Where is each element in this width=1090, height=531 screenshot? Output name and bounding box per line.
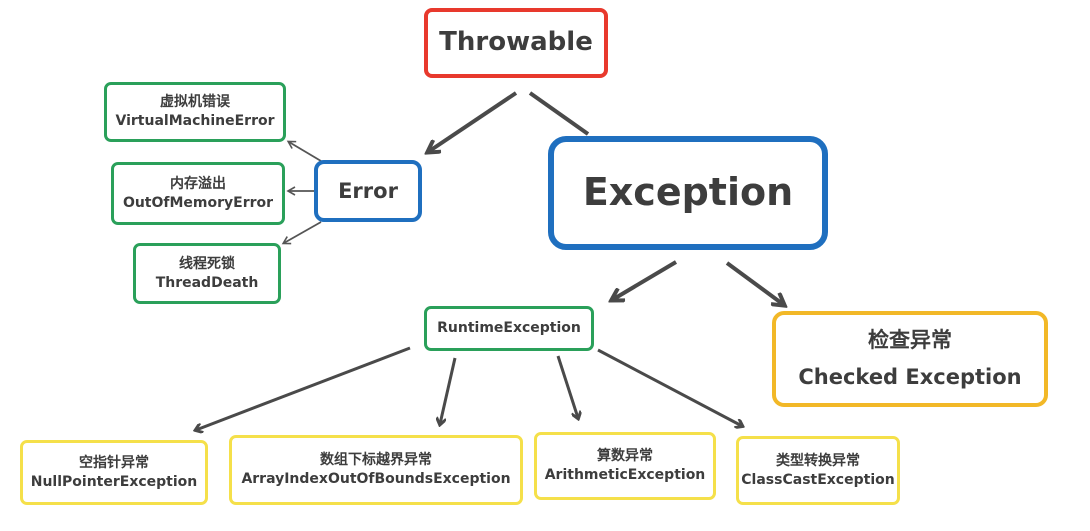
runtime-exception-label: RuntimeException	[437, 320, 581, 337]
arithmetic-node: 算数异常 ArithmeticException	[534, 432, 716, 500]
thread-death-en: ThreadDeath	[155, 274, 259, 291]
array-index-en: ArrayIndexOutOfBoundsException	[241, 471, 511, 487]
arrow-throwable-to-exception	[528, 91, 590, 136]
thread-death-node: 线程死锁 ThreadDeath	[133, 243, 281, 304]
vm-error-en: VirtualMachineError	[115, 113, 275, 129]
arithmetic-en: ArithmeticException	[544, 467, 706, 483]
class-cast-en: ClassCastException	[741, 471, 895, 488]
class-cast-zh: 类型转换异常	[776, 452, 860, 469]
vm-error-zh: 虚拟机错误	[160, 94, 230, 111]
runtime-exception-node: RuntimeException	[424, 306, 594, 351]
null-pointer-zh: 空指针异常	[79, 454, 149, 471]
null-pointer-node: 空指针异常 NullPointerException	[20, 440, 208, 505]
arrow-runtime-to-class-cast	[597, 348, 742, 426]
arrow-runtime-to-arithmetic	[556, 355, 578, 418]
vm-error-node: 虚拟机错误 VirtualMachineError	[104, 82, 286, 142]
error-label: Error	[338, 178, 398, 203]
thread-death-zh: 线程死锁	[179, 255, 235, 272]
throwable-label: Throwable	[439, 27, 593, 58]
checked-exception-zh: 检查异常	[868, 328, 952, 353]
error-node: Error	[314, 160, 422, 222]
arrow-runtime-to-null-pointer	[196, 346, 411, 430]
exception-node: Exception	[548, 136, 828, 250]
null-pointer-en: NullPointerException	[30, 473, 198, 490]
arrow-error-to-vm-error	[286, 140, 322, 162]
oom-error-zh: 内存溢出	[170, 175, 226, 192]
checked-exception-node: 检查异常 Checked Exception	[772, 311, 1048, 407]
array-index-zh: 数组下标越界异常	[320, 452, 432, 469]
arithmetic-zh: 算数异常	[597, 448, 653, 465]
oom-error-en: OutOfMemoryError	[122, 194, 274, 211]
class-cast-node: 类型转换异常 ClassCastException	[736, 436, 900, 505]
arrow-exception-to-runtime	[612, 260, 678, 300]
arrow-throwable-to-error	[428, 91, 518, 152]
throwable-node: Throwable	[424, 8, 608, 78]
arrow-exception-to-checked	[725, 261, 784, 305]
arrow-error-to-thread-death	[281, 221, 322, 245]
oom-error-node: 内存溢出 OutOfMemoryError	[111, 162, 285, 225]
arrow-runtime-to-array-index	[440, 357, 457, 424]
array-index-node: 数组下标越界异常 ArrayIndexOutOfBoundsException	[229, 435, 523, 505]
checked-exception-en: Checked Exception	[798, 365, 1022, 389]
exception-label: Exception	[582, 170, 794, 215]
